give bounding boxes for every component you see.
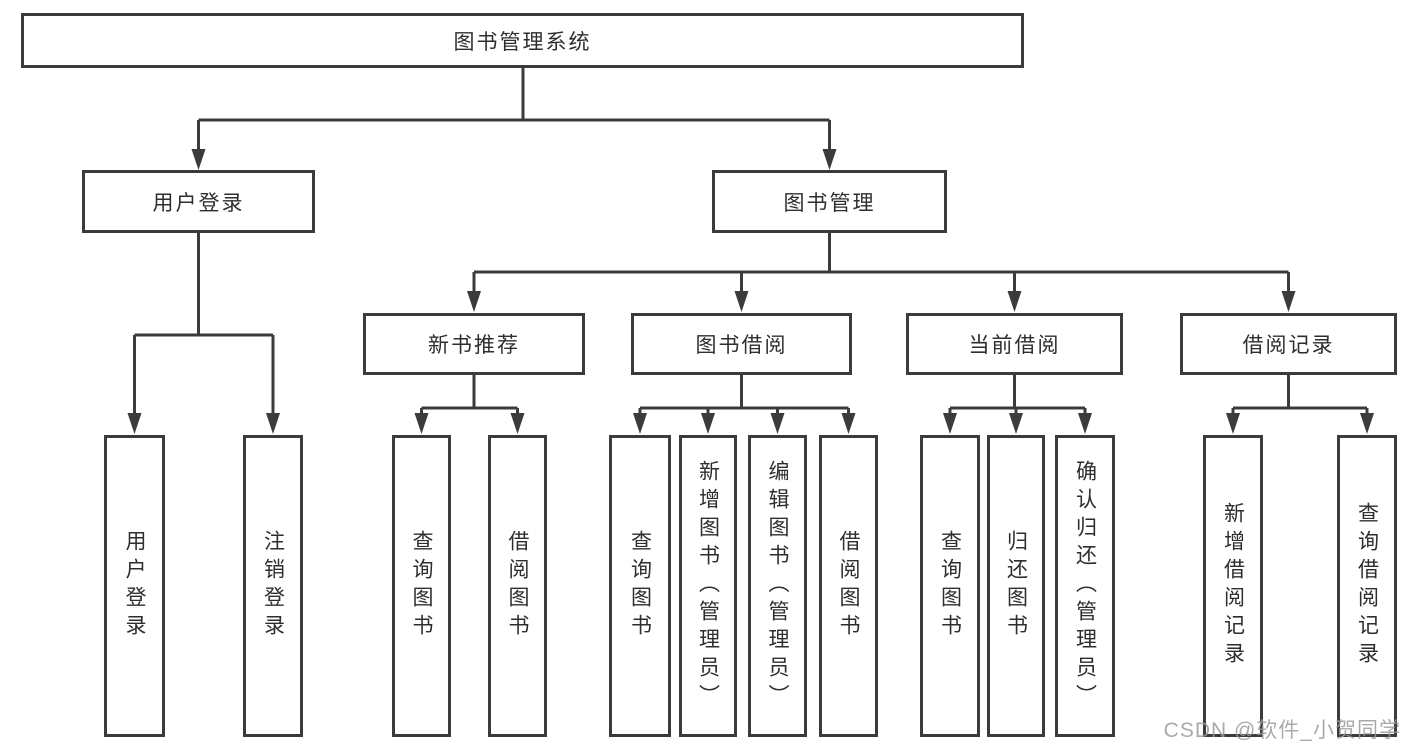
leaf-rec-borrow-books: 借阅图书 <box>488 435 547 737</box>
arrowheads <box>127 149 1374 434</box>
node-current-borrowing: 当前借阅 <box>906 313 1123 375</box>
leaf-bb-query-books: 查询图书 <box>609 435 671 737</box>
leaf-rec-borrow-books-label: 借阅图书 <box>506 530 529 642</box>
leaf-bb-edit-books-admin-label: 编辑图书（管理员） <box>766 460 789 712</box>
leaf-cb-confirm-return-admin: 确认归还（管理员） <box>1055 435 1115 737</box>
node-book-borrowing: 图书借阅 <box>631 313 852 375</box>
leaf-br-query-record: 查询借阅记录 <box>1337 435 1397 737</box>
arrowhead-icon <box>1360 413 1374 434</box>
arrowhead-icon <box>841 413 856 434</box>
leaf-bb-edit-books-admin: 编辑图书（管理员） <box>748 435 807 737</box>
leaf-user-login: 用户登录 <box>104 435 165 737</box>
node-root-label: 图书管理系统 <box>453 30 592 54</box>
node-borrow-records-label: 借阅记录 <box>1242 334 1335 357</box>
leaf-bb-borrow-books: 借阅图书 <box>819 435 878 737</box>
arrowhead-icon <box>467 291 481 312</box>
leaf-rec-query-books: 查询图书 <box>392 435 451 737</box>
connector-root-to-level2 <box>197 68 831 152</box>
leaf-user-login-label: 用户登录 <box>123 530 146 642</box>
node-book-management: 图书管理 <box>712 170 947 233</box>
connector-borrow-records-to-leaves <box>1231 375 1369 416</box>
leaf-bb-borrow-books-label: 借阅图书 <box>837 530 860 642</box>
connector-book-management-to-level3 <box>472 233 1290 294</box>
leaf-logout-label: 注销登录 <box>261 530 285 642</box>
node-user-login-label: 用户登录 <box>152 191 245 215</box>
node-borrow-records: 借阅记录 <box>1180 313 1397 375</box>
connector-book-borrowing-to-leaves <box>638 375 850 416</box>
arrowhead-icon <box>266 413 280 434</box>
node-book-management-label: 图书管理 <box>783 191 876 215</box>
leaf-cb-return-books: 归还图书 <box>987 435 1045 737</box>
connector-new-book-recommend-to-leaves <box>420 375 519 416</box>
leaf-br-query-record-label: 查询借阅记录 <box>1355 502 1379 670</box>
arrowhead-icon <box>127 413 142 434</box>
arrowhead-icon <box>734 291 749 312</box>
leaf-br-add-record: 新增借阅记录 <box>1203 435 1263 737</box>
arrowhead-icon <box>633 413 647 434</box>
leaf-cb-confirm-return-admin-label: 确认归还（管理员） <box>1073 460 1097 712</box>
arrowhead-icon <box>1007 291 1022 312</box>
watermark: CSDN @软件_小贺同学 <box>1163 719 1401 742</box>
arrowhead-icon <box>1009 413 1023 434</box>
leaf-bb-add-books-admin: 新增图书（管理员） <box>679 435 737 737</box>
arrowhead-icon <box>1226 413 1240 434</box>
arrowhead-icon <box>822 149 837 170</box>
arrowhead-icon <box>414 413 429 434</box>
arrowhead-icon <box>1078 413 1092 434</box>
leaf-cb-query-books: 查询图书 <box>920 435 980 737</box>
arrowhead-icon <box>770 413 785 434</box>
leaf-cb-query-books-label: 查询图书 <box>938 530 962 642</box>
node-new-book-recommend-label: 新书推荐 <box>428 334 520 357</box>
leaf-bb-add-books-admin-label: 新增图书（管理员） <box>696 460 720 712</box>
node-root: 图书管理系统 <box>21 13 1024 68</box>
arrowhead-icon <box>191 149 206 170</box>
arrowhead-icon <box>943 413 957 434</box>
arrowhead-icon <box>510 413 525 434</box>
leaf-cb-return-books-label: 归还图书 <box>1004 530 1028 642</box>
node-book-borrowing-label: 图书借阅 <box>695 334 788 357</box>
node-current-borrowing-label: 当前借阅 <box>968 334 1061 357</box>
leaf-logout: 注销登录 <box>243 435 303 737</box>
arrowhead-icon <box>1281 291 1296 312</box>
connector-current-borrowing-to-leaves <box>948 375 1087 416</box>
node-user-login: 用户登录 <box>82 170 315 233</box>
leaf-rec-query-books-label: 查询图书 <box>410 530 433 642</box>
node-new-book-recommend: 新书推荐 <box>363 313 585 375</box>
leaf-bb-query-books-label: 查询图书 <box>628 530 652 642</box>
arrowhead-icon <box>701 413 715 434</box>
connector-user-login-to-leaves <box>133 233 275 416</box>
leaf-br-add-record-label: 新增借阅记录 <box>1221 502 1245 670</box>
